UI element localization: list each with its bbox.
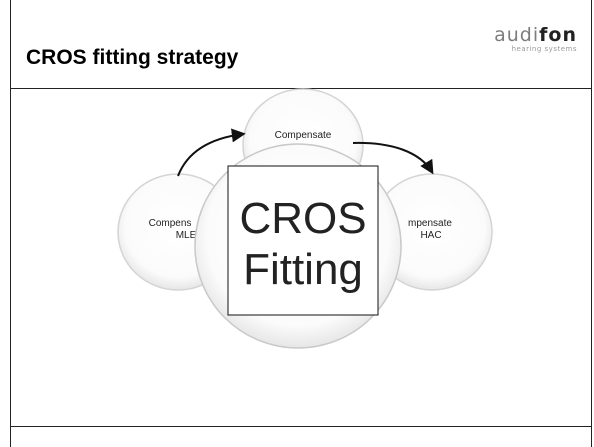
arrow-top-to-right <box>352 141 434 175</box>
left-circle-label-line2: MLE <box>176 230 197 241</box>
logo-word-bold: fon <box>539 24 577 46</box>
logo-tagline: hearing systems <box>511 45 577 53</box>
audifon-logo: audifon hearing systems <box>483 24 583 56</box>
slide-title: CROS fitting strategy <box>26 46 239 69</box>
right-circle-label-line2: HAC <box>420 230 441 241</box>
center-label-line2: Fitting <box>243 245 363 294</box>
top-circle-label: Compensate <box>275 130 332 141</box>
left-circle-label-line1: Compens <box>149 218 192 229</box>
slide-frame-left <box>10 0 11 447</box>
right-circle-label-line1: mpensate <box>408 218 452 229</box>
center-label-line1: CROS <box>239 194 366 243</box>
arrow-left-to-top <box>177 128 246 177</box>
logo-word-light: audi <box>494 24 540 46</box>
logo-wordmark: audifon <box>494 24 577 46</box>
slide-frame-right <box>591 0 592 447</box>
center-square <box>227 165 379 316</box>
slide-frame-bottom <box>10 426 592 427</box>
